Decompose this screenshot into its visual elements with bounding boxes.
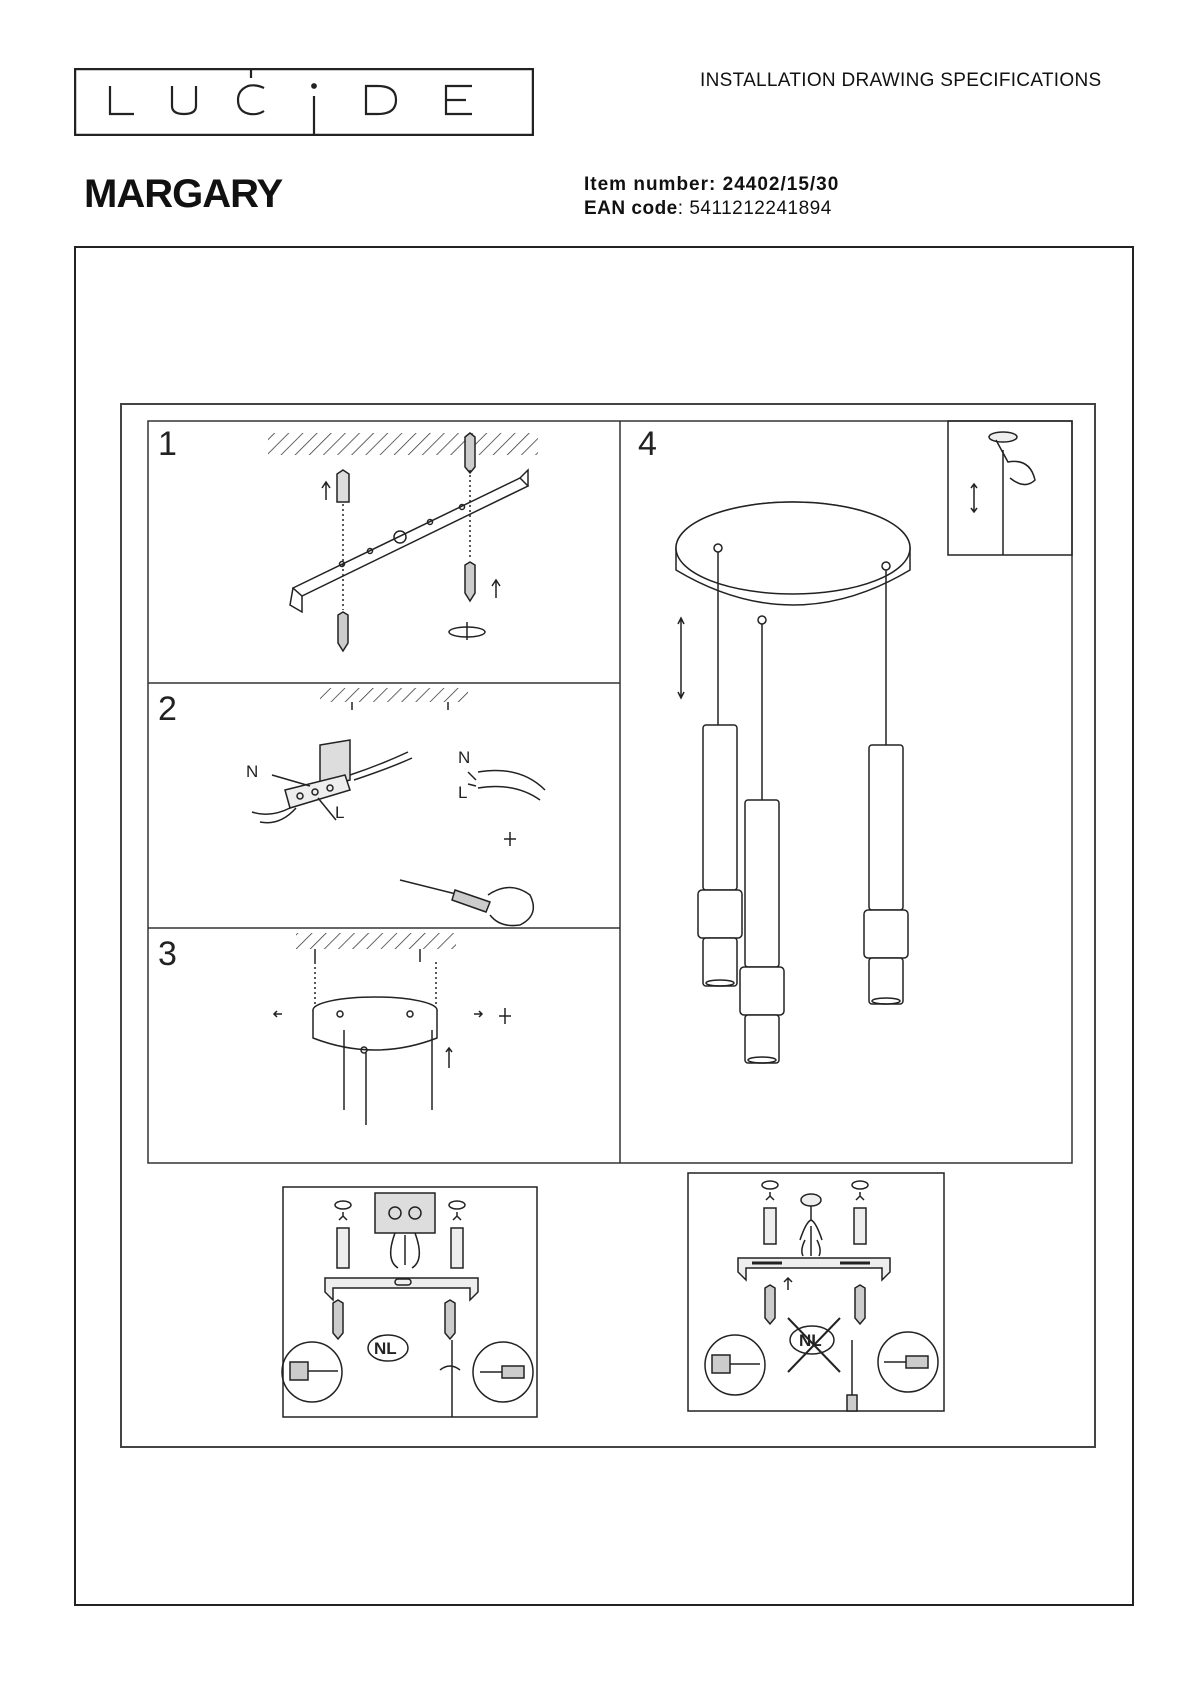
wall-plug-icon [334, 1200, 466, 1269]
step-4-illustration [675, 420, 1073, 1064]
mounting-detail-correct [281, 1186, 538, 1418]
step-1-number: 1 [158, 425, 177, 463]
hatched-ceiling-icon [320, 688, 468, 702]
cable-gripper-icon [799, 1206, 823, 1257]
mounting-bracket-icon [291, 477, 530, 597]
document-type: INSTALLATION DRAWING SPECIFICATIONS [700, 70, 1102, 91]
outer-frame [74, 246, 1134, 1606]
pendant-tube-icon [739, 799, 785, 1064]
ean-row: EAN code: 5411212241894 [584, 198, 832, 219]
nl-badge-crossed: NL [799, 1331, 822, 1350]
drawing-frame [120, 403, 1096, 1448]
lucide-logo [74, 68, 534, 136]
item-number-value: 24402/15/30 [722, 174, 840, 195]
screwdriver-icon [399, 879, 461, 896]
hatched-ceiling-icon [268, 433, 538, 455]
step-3-number: 3 [158, 935, 177, 973]
step-2-illustration [251, 688, 546, 927]
screw-icon [332, 1299, 344, 1341]
wall-plug-icon [336, 469, 350, 503]
nl-badge: NL [374, 1339, 397, 1358]
step-2-number: 2 [158, 690, 177, 728]
live-label-2: L [458, 783, 467, 802]
screw-icon [764, 1284, 776, 1326]
mounting-bracket-icon [737, 1257, 891, 1282]
inset-detail [947, 420, 1073, 556]
mounting-detail-alternative [687, 1172, 945, 1412]
item-number-row: Item number: 24402/15/30 [584, 174, 839, 196]
wall-plug-icon [761, 1180, 869, 1245]
neutral-label: N [246, 762, 258, 781]
terminal-block-icon [374, 1192, 436, 1234]
step-3-illustration [272, 933, 511, 1125]
item-number-label: Item number: [584, 174, 717, 195]
step-4-number: 4 [638, 425, 657, 463]
step-grid [147, 420, 1073, 1164]
pendant-tube-icon [863, 744, 909, 1005]
pendant-tube-icon [697, 724, 743, 987]
height-adjust-arrow-icon [970, 482, 978, 514]
ean-label: EAN code [584, 198, 678, 219]
mounting-bracket-icon [324, 1277, 479, 1302]
ean-value: 5411212241894 [689, 198, 832, 219]
live-label: L [335, 803, 344, 822]
hatched-ceiling-icon [296, 933, 456, 949]
step-1-illustration [268, 432, 538, 653]
product-name: MARGARY [84, 172, 283, 216]
screw-icon [337, 611, 349, 653]
neutral-label-2: N [458, 748, 470, 767]
